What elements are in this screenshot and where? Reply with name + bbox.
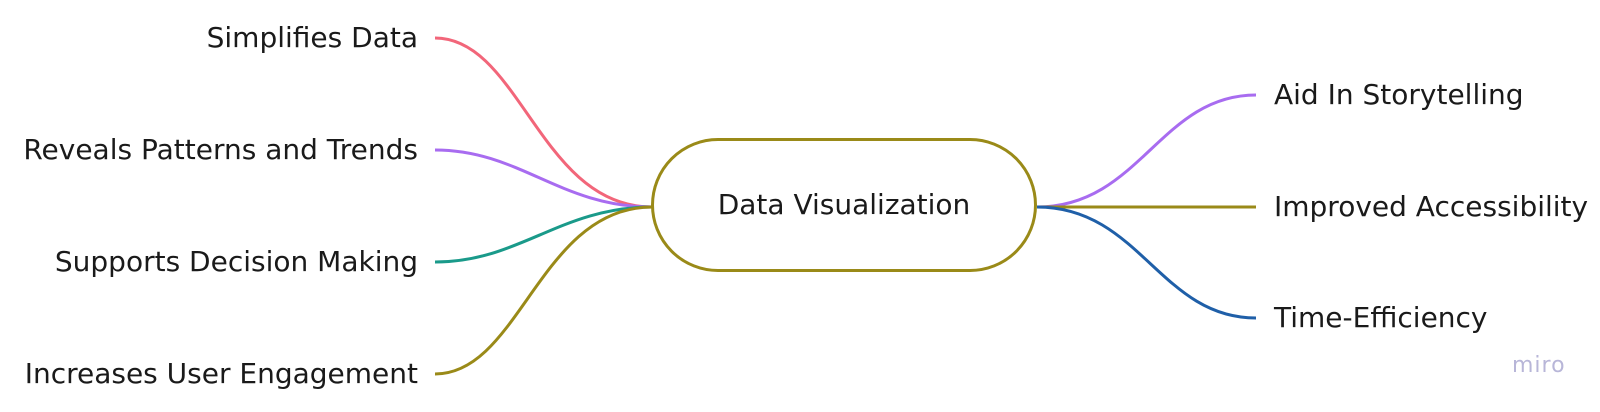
branch-time-efficiency[interactable]: Time-Efficiency [1274,301,1488,334]
connector-time-efficiency [1036,205,1257,320]
connector-supports-decision [434,205,653,264]
miro-watermark-logo: miro [1512,353,1566,378]
connector-reveals-patterns [434,148,653,209]
connector-aid-storytelling [1036,93,1257,209]
central-topic-label: Data Visualization [717,188,971,221]
branch-increases-user-engagement[interactable]: Increases User Engagement [24,357,418,390]
central-topic-node[interactable]: Data Visualization [651,138,1037,272]
branch-improved-accessibility[interactable]: Improved Accessibility [1274,190,1589,223]
branch-reveals-patterns-and-trends[interactable]: Reveals Patterns and Trends [23,133,418,166]
branch-supports-decision-making[interactable]: Supports Decision Making [54,245,418,278]
connector-simplifies-data [434,36,653,209]
connector-increases-engagement [434,205,653,376]
branch-aid-in-storytelling[interactable]: Aid In Storytelling [1274,78,1524,111]
branch-simplifies-data[interactable]: Simplifies Data [206,21,418,54]
